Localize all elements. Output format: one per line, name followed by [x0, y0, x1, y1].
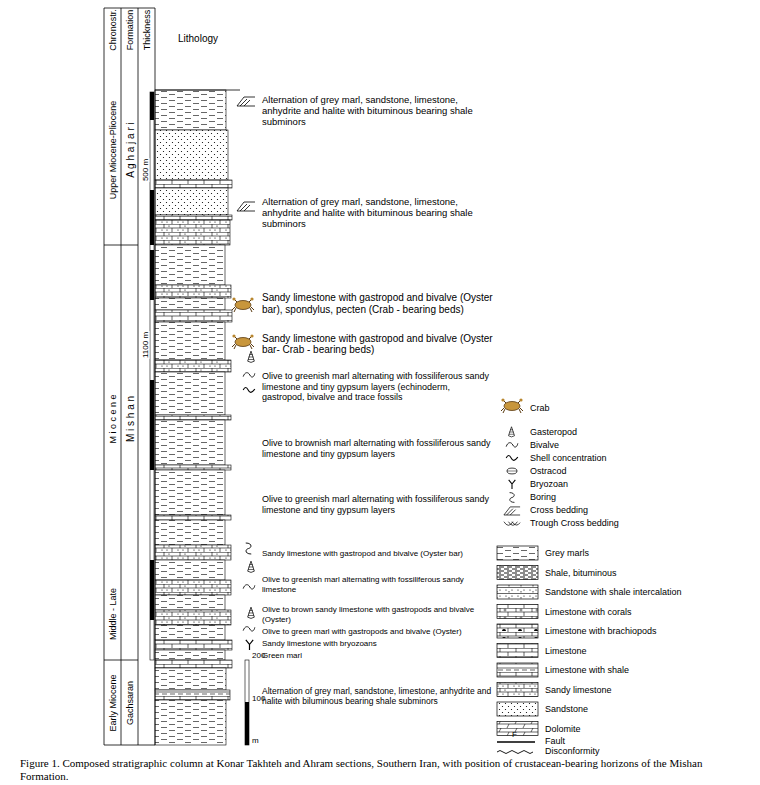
- layer-description: Olive to brown sandy limestone with gast…: [262, 605, 494, 624]
- chronostratigraphy-cell: Early Miocene: [104, 660, 121, 745]
- rock-layer: [155, 700, 226, 745]
- rock-layer: [155, 470, 225, 515]
- rock-layer: [155, 515, 231, 520]
- formation-cell: A g h a j a r i: [121, 55, 138, 245]
- fossil-symbols: [232, 97, 255, 650]
- epoch-label: Middle - Late: [108, 588, 118, 640]
- rock-layer: [155, 215, 232, 220]
- rock-layer: [155, 420, 225, 465]
- legend-text: Disconformity: [545, 746, 600, 756]
- legend-text: Bivalve: [530, 440, 559, 450]
- layer-description: Olive to greenish marl alternating with …: [262, 494, 494, 515]
- rock-layer: [155, 322, 225, 360]
- rock-layer: [155, 580, 231, 595]
- rock-layer: [155, 180, 232, 188]
- formation-cell: Gachsaran: [121, 660, 138, 745]
- rock-layer: [155, 640, 232, 650]
- legend-text: Bryozoan: [530, 479, 568, 489]
- layer-description: Olive to green marl with gastropods and …: [262, 627, 494, 637]
- column-header: Lithology: [178, 34, 218, 44]
- rock-layer: [155, 610, 231, 625]
- legend-text: Cross bedding: [530, 505, 588, 515]
- legend-text: Limestone with brachiopods: [545, 626, 657, 636]
- thickness-value: 1100 m: [140, 331, 149, 359]
- rock-layer: [155, 285, 231, 298]
- rock-layer: [155, 130, 228, 180]
- rock-layer: [155, 298, 225, 310]
- legend-text: Dolomite: [545, 724, 581, 734]
- figure-caption: Figure 1. Composed stratigraphic column …: [20, 757, 748, 783]
- rock-layer: [155, 245, 225, 285]
- legend-text: Limestone: [545, 646, 587, 656]
- thickness-value: 500 m: [140, 158, 149, 182]
- rock-layer: [155, 90, 226, 130]
- rock-layer: [155, 595, 225, 610]
- chronostratigraphy-cell: Upper Miocene-Pliocene: [104, 55, 121, 245]
- epoch-label: Upper Miocene-Pliocene: [108, 101, 118, 200]
- formation-name: M i s h a n: [124, 396, 135, 442]
- rock-layer: [155, 220, 230, 245]
- rock-layer: [155, 372, 225, 415]
- rock-layer: [155, 625, 225, 640]
- legend-text: Sandstone with shale intercalation: [545, 587, 682, 597]
- formation-name: A g h a j a r i: [124, 122, 135, 178]
- layer-description: Sandy limestone with gastropod and bival…: [262, 549, 494, 559]
- layer-description: Olive to brownish marl alternating with …: [262, 438, 494, 459]
- layer-description: Sandy limestone with gastropod and bival…: [262, 292, 494, 316]
- formation-name: Gachsaran: [125, 680, 135, 724]
- layer-description: Olive to greenish marl alternating with …: [262, 575, 494, 594]
- legend-symbols: [497, 398, 538, 753]
- legend-text: Sandstone: [545, 704, 588, 714]
- scale-bar: [245, 660, 249, 745]
- scale-value: m: [252, 737, 259, 745]
- rock-layer: [155, 360, 231, 372]
- legend-text: Boring: [530, 492, 556, 502]
- epoch-label: Early Miocene: [108, 674, 118, 731]
- layer-description: Sandy limestone with gastropod and bival…: [262, 333, 494, 355]
- legend-text: Gasteropod: [530, 427, 577, 437]
- fault-symbol-letter: F: [512, 731, 517, 739]
- column-header: Formation: [125, 10, 135, 51]
- rock-layer: [155, 520, 225, 545]
- chronostratigraphy-cell: M i o c e n e Middle - Late: [104, 245, 121, 660]
- rock-layer: [155, 660, 232, 668]
- legend-text: Limestone with corals: [545, 607, 632, 617]
- column-frame: [104, 8, 240, 745]
- rock-layer: [155, 465, 231, 470]
- legend-text: Trough Cross bedding: [530, 518, 619, 528]
- layer-description: Green marl: [262, 651, 494, 661]
- rock-layer: [155, 668, 226, 690]
- legend-text: Shell concentration: [530, 453, 607, 463]
- legend-text: Limestone with shale: [545, 665, 629, 675]
- legend-text: Grey marls: [545, 548, 589, 558]
- epoch-label: M i o c e n e: [108, 395, 118, 444]
- layer-description: Alternation of grey marl, sandstone, lim…: [262, 686, 494, 706]
- column-header: Thickness: [142, 10, 152, 51]
- thickness-bar: [150, 92, 154, 660]
- layer-description: Alternation of grey marl, sandstone, lim…: [262, 196, 494, 229]
- column-header: Chronostr.: [108, 9, 118, 51]
- legend-text: Crab: [530, 403, 550, 413]
- rock-layer: [155, 560, 225, 580]
- rock-layer: [155, 690, 230, 700]
- layer-description: Alternation of grey marl, sandstone, lim…: [262, 94, 494, 127]
- rock-layer: [155, 310, 232, 322]
- rock-layer: [155, 188, 228, 215]
- legend-text: Ostracod: [530, 466, 567, 476]
- rock-layer: [155, 415, 231, 420]
- layer-description: Olive to greenish marl alternating with …: [262, 371, 494, 403]
- legend-text: Shale, bituminous: [545, 568, 617, 578]
- legend-text: Sandy limestone: [545, 685, 612, 695]
- legend-text: Fault: [545, 736, 565, 746]
- layer-description: Sandy limestone with bryozoans: [262, 639, 494, 649]
- formation-cell: M i s h a n: [121, 245, 138, 660]
- rock-layer: [155, 650, 225, 660]
- rock-layer: [155, 545, 231, 560]
